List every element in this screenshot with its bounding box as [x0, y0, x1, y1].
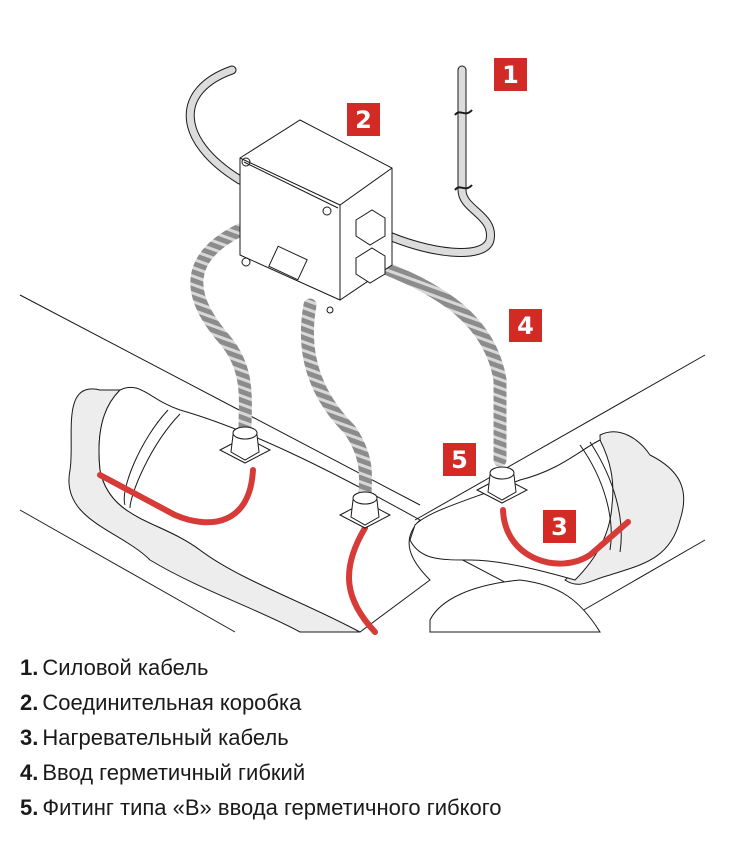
- legend-item-fitting: 5.Фитинг типа «В» ввода герметичного гиб…: [20, 790, 502, 825]
- flexible-conduit: [190, 223, 507, 502]
- legend-item-junction-box: 2.Соединительная коробка: [20, 685, 502, 720]
- legend-item-heating-cable: 3.Нагревательный кабель: [20, 720, 502, 755]
- legend-number: 3.: [20, 725, 39, 750]
- callout-badge-5: 5: [443, 443, 476, 476]
- legend: 1.Силовой кабель 2.Соединительная коробк…: [20, 650, 502, 825]
- legend-item-flexible-conduit: 4.Ввод герметичный гибкий: [20, 755, 502, 790]
- heating-cable-installation-diagram: 1 2 3 4 5: [19, 58, 706, 635]
- legend-text: Нагревательный кабель: [42, 725, 289, 750]
- illustration: [19, 65, 706, 635]
- cable-gland: [355, 209, 386, 284]
- legend-text: Ввод герметичный гибкий: [42, 760, 306, 785]
- junction-box: [239, 119, 393, 314]
- callout-badge-3: 3: [543, 510, 576, 543]
- legend-number: 2.: [20, 690, 39, 715]
- legend-number: 5.: [20, 795, 39, 820]
- fitting: [218, 426, 529, 529]
- legend-item-power-cable: 1.Силовой кабель: [20, 650, 502, 685]
- legend-number: 4.: [20, 760, 39, 785]
- callout-badge-2: 2: [347, 103, 380, 136]
- callout-badge-1: 1: [494, 58, 527, 91]
- pipe-right: [409, 354, 706, 633]
- legend-number: 1.: [20, 655, 39, 680]
- legend-text: Фитинг типа «В» ввода герметичного гибко…: [42, 795, 502, 820]
- legend-text: Силовой кабель: [42, 655, 209, 680]
- legend-text: Соединительная коробка: [42, 690, 302, 715]
- power-cable: [185, 65, 495, 257]
- callout-badge-4: 4: [509, 309, 542, 342]
- heating-cable: [97, 467, 631, 635]
